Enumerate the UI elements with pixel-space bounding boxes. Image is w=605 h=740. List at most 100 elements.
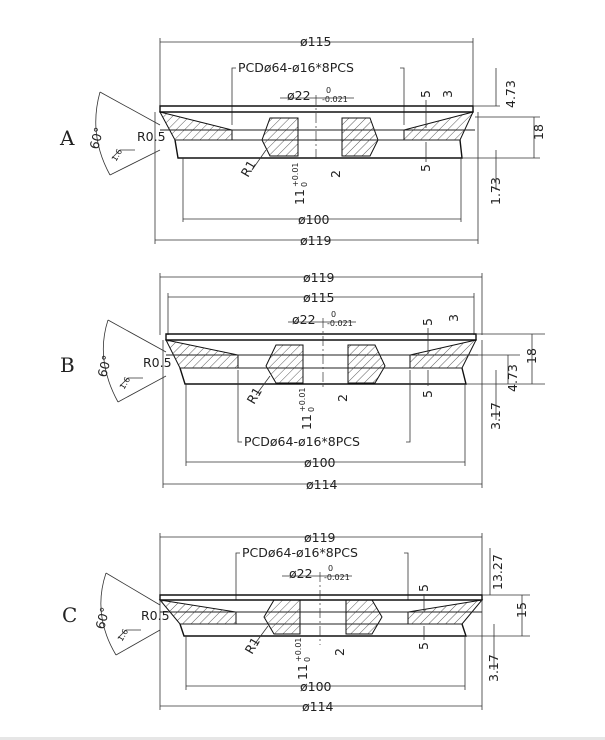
pcd-leader	[404, 552, 409, 600]
dim-right-bottom: 3.17	[486, 654, 501, 682]
dim-bore: ø22	[287, 88, 311, 103]
angle-line	[107, 319, 167, 353]
dim-inner-radius: R1	[238, 158, 259, 180]
pcd-leader	[237, 370, 242, 443]
bore-tol-upper: 0	[326, 86, 331, 95]
base-outline	[174, 139, 463, 159]
dim-edge-radius: R0.5	[143, 355, 172, 370]
dim-right-bottom: 1.73	[488, 177, 503, 205]
dim-5-bottom: 5	[420, 390, 435, 398]
bore-tol-lower: -0.021	[322, 95, 348, 104]
angle-arc	[95, 91, 111, 176]
dim-right-top: 4.73	[503, 80, 518, 108]
dim-outer-diameter: ø114	[306, 477, 338, 492]
dim-top-diameter: ø115	[303, 290, 335, 305]
view-b: B ø119 ø115 ø22 0 -0.021 60° 1.6 R0.5 R1…	[60, 270, 545, 492]
dim-angle: 60°	[94, 353, 114, 378]
view-label: B	[60, 353, 75, 377]
dim-thickness: 11	[292, 189, 307, 205]
dim-inner-radius: R1	[244, 385, 265, 407]
dim-5-top: 5	[420, 318, 435, 326]
dim-2: 2	[332, 648, 347, 656]
thickness-tol-upper: +0.01	[294, 637, 303, 662]
dim-bore: ø22	[292, 312, 316, 327]
bottom-border	[0, 737, 605, 740]
dim-3: 3	[446, 314, 461, 322]
base-outline	[179, 367, 467, 385]
dim-inner-diameter: ø100	[300, 679, 332, 694]
view-c: C ø119 PCDø64-ø16*8PCS ø22 0 -0.021 60° …	[62, 530, 530, 714]
dim-pcd: PCDø64-ø16*8PCS	[238, 60, 354, 75]
base-outline	[179, 623, 467, 637]
dim-right-total: 18	[531, 124, 546, 140]
hub-right	[347, 344, 386, 384]
dim-right-bottom: 3.17	[488, 402, 503, 430]
dim-2: 2	[328, 170, 343, 178]
hub-left	[263, 599, 301, 635]
dim-inner-radius: R1	[242, 635, 263, 657]
dim-thickness: 11	[299, 414, 314, 430]
dim-edge-radius: R0.5	[141, 608, 170, 623]
angle-line	[105, 572, 161, 606]
thickness-tol-lower: 0	[300, 182, 309, 187]
thickness-tol-upper: +0.01	[291, 162, 300, 187]
dim-thickness: 11	[295, 664, 310, 680]
pcd-leader	[235, 552, 240, 600]
angle-line	[109, 149, 161, 176]
angle-line	[115, 629, 161, 656]
dim-outer-diameter: ø119	[300, 233, 332, 248]
angle-arc	[100, 572, 117, 656]
r1-leader	[251, 149, 267, 171]
dim-bore: ø22	[289, 566, 313, 581]
dim-angle: 60°	[86, 125, 106, 150]
dim-inner-diameter: ø100	[304, 455, 336, 470]
dim-5-bottom: 5	[418, 164, 433, 172]
hatched-section-right	[403, 111, 474, 141]
hatched-section-left	[165, 339, 239, 369]
hub-right	[345, 599, 383, 635]
pcd-leader	[400, 67, 405, 125]
hatched-section-right	[409, 339, 477, 369]
dim-angle: 60°	[92, 605, 112, 630]
bore-tol-upper: 0	[328, 564, 333, 573]
hub-left	[261, 117, 299, 157]
dim-top-diameter: ø115	[300, 34, 332, 49]
dim-inner-diameter: ø100	[298, 212, 330, 227]
angle-line	[99, 91, 161, 126]
angle-arc	[102, 319, 119, 403]
dim-right-mid: 4.73	[505, 364, 520, 392]
dim-top-outer-diameter: ø119	[304, 530, 336, 545]
roughness-symbol	[119, 377, 143, 387]
r1-leader	[255, 375, 271, 396]
dim-right-top: 13.27	[490, 554, 505, 590]
dim-pcd: PCDø64-ø16*8PCS	[244, 434, 360, 449]
dim-5-top: 5	[416, 584, 431, 592]
dim-right-total: 18	[524, 348, 539, 364]
dim-2: 2	[335, 394, 350, 402]
pcd-leader	[231, 67, 236, 125]
dim-3: 3	[440, 90, 455, 98]
thickness-tol-lower: 0	[303, 657, 312, 662]
dim-pcd: PCDø64-ø16*8PCS	[242, 545, 358, 560]
bore-tol-lower: -0.021	[327, 319, 353, 328]
view-label: C	[62, 603, 77, 627]
roughness-symbol	[111, 149, 135, 159]
dim-5-top: 5	[418, 90, 433, 98]
hub-left	[265, 344, 304, 384]
pcd-leader	[406, 370, 411, 443]
view-a: A ø115 PCDø64-ø16*8PCS ø22 0 -0.021 60° …	[59, 34, 546, 248]
roughness-symbol	[117, 629, 141, 639]
r1-leader	[253, 625, 269, 646]
bore-tol-upper: 0	[331, 310, 336, 319]
dim-right-total: 15	[514, 602, 529, 618]
dim-edge-radius: R0.5	[137, 129, 166, 144]
dim-5-bottom: 5	[416, 642, 431, 650]
flange-top	[165, 333, 477, 341]
hatched-section-left	[159, 111, 233, 141]
view-label: A	[59, 126, 75, 150]
dim-outer-diameter: ø114	[302, 699, 334, 714]
thickness-tol-upper: +0.01	[298, 387, 307, 412]
thickness-tol-lower: 0	[307, 407, 316, 412]
flange-top	[159, 594, 483, 601]
